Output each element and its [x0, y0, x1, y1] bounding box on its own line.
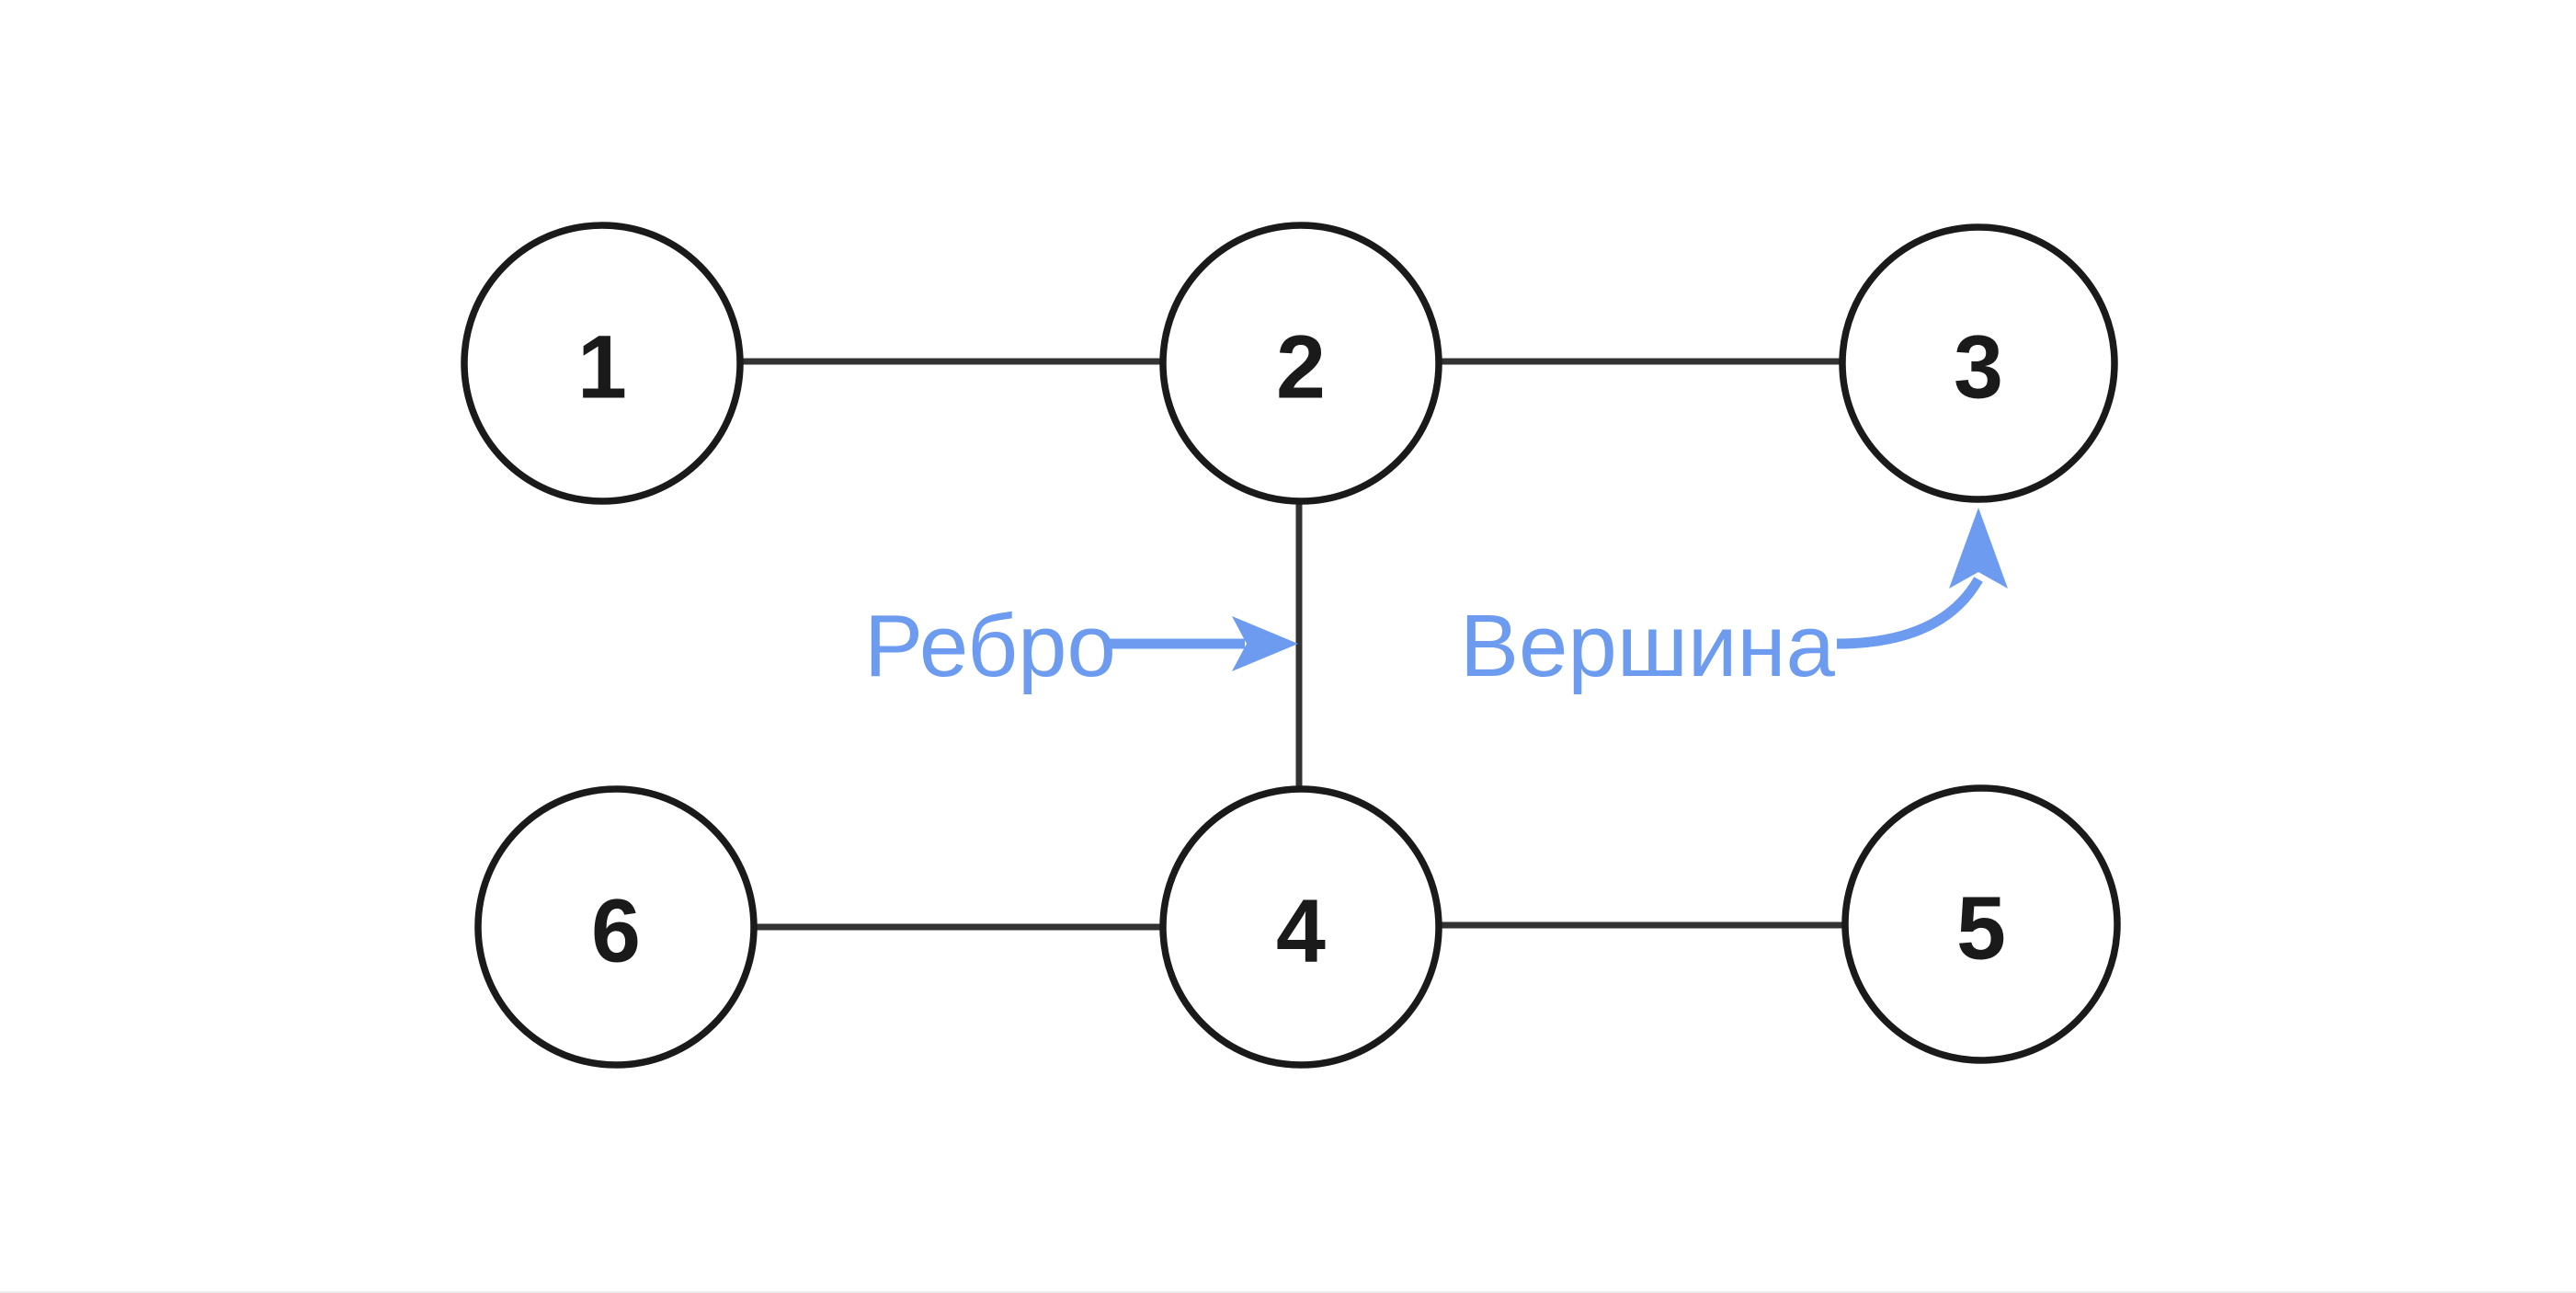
node-5-label: 5 — [1956, 878, 2006, 978]
node-2-label: 2 — [1276, 317, 1326, 418]
node-4[interactable]: 4 — [1159, 785, 1442, 1069]
edge-group — [740, 358, 1845, 931]
edge-annotation: Ребро — [864, 597, 1298, 695]
node-3[interactable]: 3 — [1839, 223, 2118, 503]
node-6-circle[interactable] — [474, 785, 758, 1069]
node-3-label: 3 — [1954, 317, 2003, 418]
node-4-label: 4 — [1276, 881, 1326, 981]
node-4-circle[interactable] — [1159, 785, 1442, 1069]
vertex-annotation: Вершина — [1460, 508, 2008, 695]
node-1-label: 1 — [577, 317, 627, 418]
node-2-circle[interactable] — [1159, 222, 1442, 505]
node-1[interactable]: 1 — [461, 222, 744, 505]
node-1-circle[interactable] — [461, 222, 744, 505]
node-3-circle[interactable] — [1839, 223, 2118, 503]
node-6-label: 6 — [591, 881, 641, 981]
vertex-annotation-label: Вершина — [1460, 597, 1835, 695]
edge-annotation-label: Ребро — [864, 597, 1116, 695]
node-5[interactable]: 5 — [1841, 784, 2121, 1064]
node-6[interactable]: 6 — [474, 785, 758, 1069]
edge-annotation-arrowhead — [1232, 616, 1298, 671]
node-group: 1 2 3 4 5 6 — [461, 222, 2121, 1069]
node-2[interactable]: 2 — [1159, 222, 1442, 505]
node-5-circle[interactable] — [1841, 784, 2121, 1064]
vertex-annotation-arrow-line — [1836, 577, 1983, 649]
vertex-annotation-arrowhead — [1949, 508, 2008, 589]
